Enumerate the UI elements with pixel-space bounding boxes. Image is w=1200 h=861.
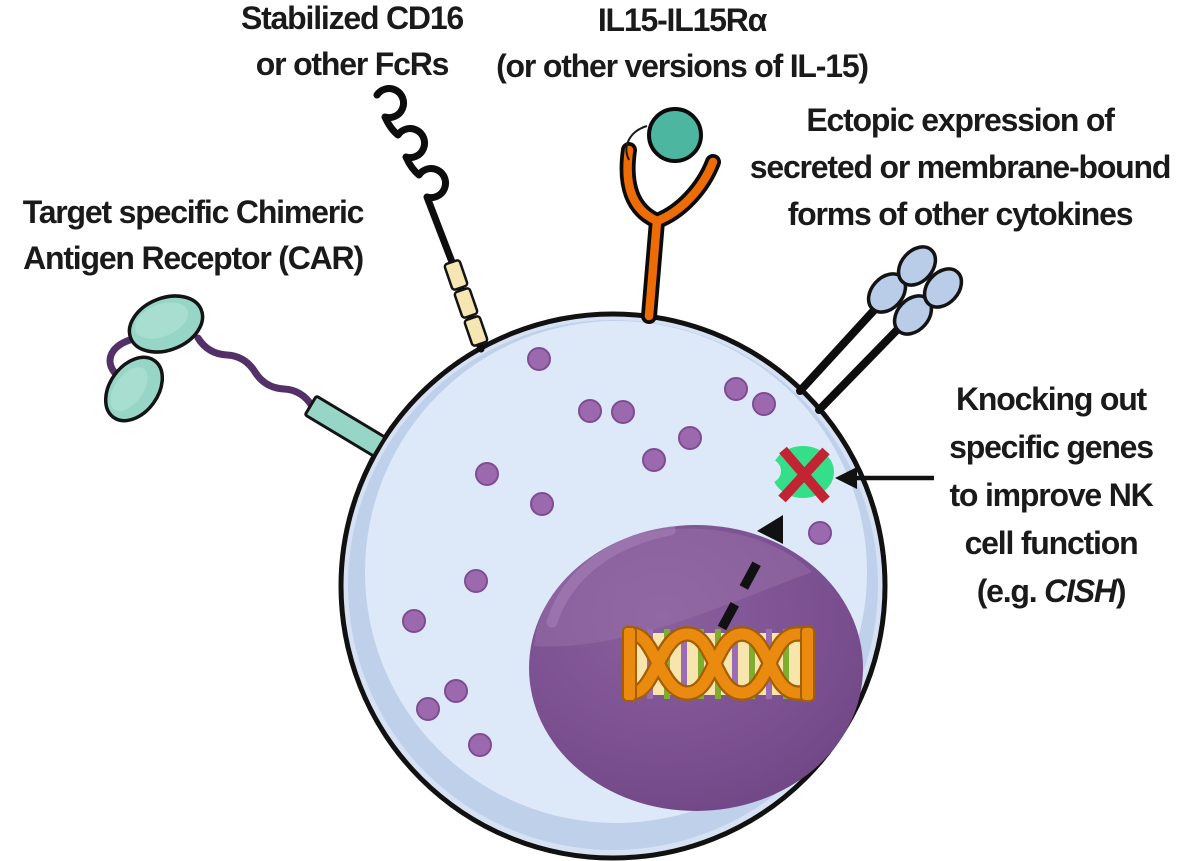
- dna-strands: [624, 626, 816, 701]
- cd16-label-line: or other FcRs: [255, 46, 450, 82]
- cytoplasmic-granule: [416, 697, 440, 721]
- car-label-line: Target specific Chimeric: [22, 194, 365, 230]
- car-receptor-icon: [103, 294, 386, 457]
- dashed-arrow-icon: [717, 515, 783, 631]
- knockout-label: Knocking out specific genes to improve N…: [901, 375, 1200, 615]
- cytoplasmic-granule: [642, 448, 666, 472]
- car-label-line: Antigen Receptor (CAR): [23, 240, 364, 276]
- cytoplasmic-granule: [530, 492, 554, 516]
- knockout-gene-name: CISH: [1044, 573, 1117, 609]
- knockout-label-line: specific genes: [949, 429, 1154, 465]
- dna-helix-icon: [622, 626, 816, 702]
- ectopic-expression-label: Ectopic expression of secreted or membra…: [720, 97, 1200, 238]
- cytoplasmic-granule: [402, 609, 426, 633]
- ectopic-label-line: secreted or membrane-bound: [749, 149, 1172, 185]
- cytoplasmic-granule: [752, 392, 776, 416]
- cd16-label-line: Stabilized CD16: [240, 0, 464, 36]
- ectopic-label-line: forms of other cytokines: [787, 196, 1134, 232]
- cytokine-receptor-icon: [796, 245, 964, 414]
- cytoplasmic-granule: [468, 733, 492, 757]
- cytoplasmic-granule: [611, 400, 635, 424]
- cytoplasmic-granule: [578, 399, 602, 423]
- ectopic-label-line: Ectopic expression of: [806, 102, 1115, 138]
- knockout-example-line: (e.g. CISH): [901, 567, 1200, 615]
- il15-receptor-icon: [619, 107, 721, 324]
- cytoplasmic-granule: [724, 377, 748, 401]
- cd16-receptor-icon: [373, 85, 489, 353]
- cytoplasmic-granule: [678, 426, 702, 450]
- cytoplasmic-granule: [527, 347, 551, 371]
- red-x-icon: [778, 446, 830, 504]
- knockout-gene-icon: [757, 446, 834, 504]
- il15-label: IL15-IL15Rα (or other versions of IL-15): [432, 0, 932, 89]
- knockout-label-line: cell function: [964, 525, 1139, 561]
- cytoplasmic-granule: [464, 569, 488, 593]
- il15-label-line: IL15-IL15Rα: [597, 2, 768, 38]
- solid-arrow-icon: [835, 467, 934, 489]
- cytoplasmic-granule: [808, 521, 832, 545]
- cytoplasmic-granule: [475, 462, 499, 486]
- il15-label-line: (or other versions of IL-15): [496, 48, 869, 84]
- knockout-label-line: to improve NK: [949, 477, 1153, 513]
- knockout-label-line: Knocking out: [955, 381, 1147, 417]
- cytoplasmic-granule: [444, 679, 468, 703]
- cd16-label: Stabilized CD16 or other FcRs: [182, 0, 522, 87]
- knockout-example-suffix: ): [1115, 573, 1127, 609]
- car-label: Target specific Chimeric Antigen Recepto…: [0, 189, 403, 281]
- cytoplasmic-granules: [402, 347, 832, 757]
- il15-cytokine-icon: [647, 107, 703, 163]
- knockout-example-prefix: (e.g.: [976, 573, 1045, 609]
